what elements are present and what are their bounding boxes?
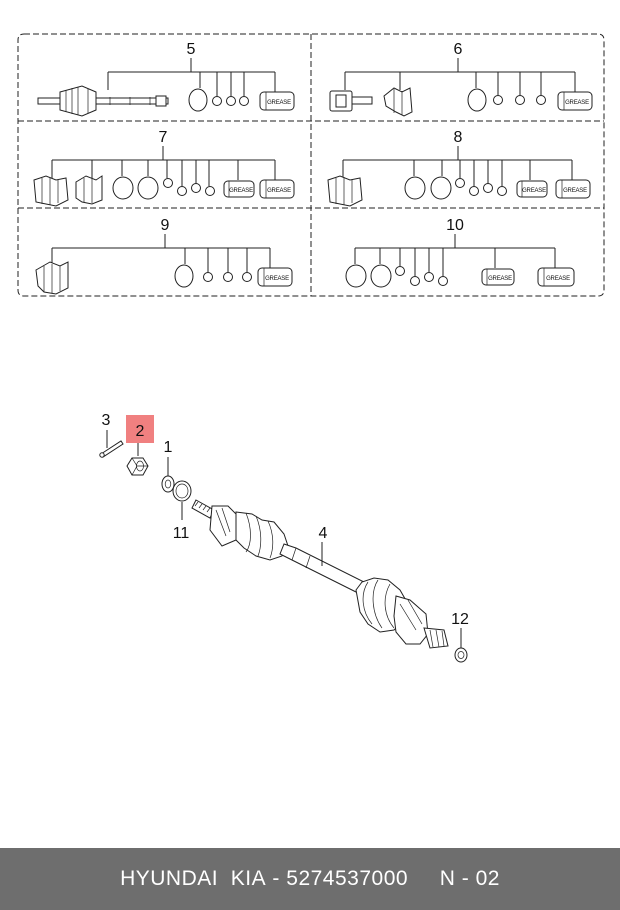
callout-11: 11 bbox=[173, 525, 190, 542]
svg-text:GREASE: GREASE bbox=[563, 188, 587, 194]
kit-label-9: 9 bbox=[161, 217, 170, 234]
boot-icon bbox=[383, 87, 413, 117]
clip-icon bbox=[493, 95, 503, 105]
svg-text:GREASE: GREASE bbox=[488, 276, 512, 282]
inner-cv-joint-icon bbox=[393, 595, 449, 649]
split-pin-icon bbox=[99, 440, 124, 458]
grease-tube-icon: GREASE bbox=[223, 180, 255, 198]
ring-icon bbox=[174, 264, 194, 288]
kit-panel-5: 5 GREASE bbox=[37, 41, 295, 117]
callout-3: 3 bbox=[102, 412, 111, 429]
outer-cv-joint-icon bbox=[191, 499, 241, 547]
clip-icon bbox=[410, 276, 420, 286]
grease-tube-icon: GREASE bbox=[516, 180, 548, 198]
ring-icon bbox=[467, 88, 487, 112]
clip-icon bbox=[515, 95, 525, 105]
boot-icon bbox=[75, 175, 103, 205]
position-code: N - 02 bbox=[439, 867, 500, 890]
clip-icon bbox=[483, 183, 493, 193]
separator: - bbox=[266, 867, 287, 890]
clip-icon bbox=[424, 272, 434, 282]
ring-icon bbox=[404, 176, 426, 200]
ring-icon bbox=[430, 176, 452, 200]
clip-icon bbox=[203, 272, 213, 282]
grease-tube-icon: GREASE bbox=[259, 91, 295, 111]
boot-icon bbox=[33, 175, 69, 207]
clip-icon bbox=[536, 95, 546, 105]
drive-shaft-assembly: 3 2 1 11 bbox=[99, 412, 469, 663]
clip-icon bbox=[395, 266, 405, 276]
clip-icon bbox=[177, 186, 187, 196]
clip-icon bbox=[205, 186, 215, 196]
kit-panel-6: 6 GREASE bbox=[329, 41, 593, 117]
circlip-icon bbox=[454, 647, 468, 663]
boot-icon bbox=[327, 175, 363, 207]
clip-icon bbox=[223, 272, 233, 282]
ring-icon bbox=[345, 264, 367, 288]
ring-icon bbox=[370, 264, 392, 288]
parts-diagram: 5 GREASE 6 bbox=[17, 33, 605, 663]
kit-panel-8: 8 GREASE GREASE bbox=[327, 129, 591, 207]
cv-joint-icon bbox=[329, 90, 373, 112]
kit-label-6: 6 bbox=[454, 41, 463, 58]
footer-gap bbox=[408, 867, 440, 891]
clip-icon bbox=[163, 178, 173, 188]
part-number: 5274537000 bbox=[286, 867, 409, 890]
svg-text:GREASE: GREASE bbox=[522, 188, 546, 194]
svg-text:GREASE: GREASE bbox=[565, 100, 589, 106]
kit-label-8: 8 bbox=[454, 129, 463, 146]
svg-text:GREASE: GREASE bbox=[265, 276, 289, 282]
grease-tube-icon: GREASE bbox=[557, 91, 593, 111]
ring-icon bbox=[188, 88, 208, 112]
kit-panel-9: 9 GREASE bbox=[35, 217, 293, 295]
washer-icon bbox=[161, 475, 175, 493]
ring-icon bbox=[112, 176, 134, 200]
grease-tube-icon: GREASE bbox=[259, 179, 295, 199]
grease-tube-icon: GREASE bbox=[537, 267, 575, 287]
callout-4: 4 bbox=[319, 525, 328, 542]
highlight-box bbox=[126, 415, 154, 443]
clip-icon bbox=[469, 186, 479, 196]
svg-text:GREASE: GREASE bbox=[267, 100, 291, 106]
kit-label-10: 10 bbox=[446, 217, 464, 234]
clip-icon bbox=[497, 186, 507, 196]
kit-panel-7: 7 GREASE bbox=[33, 129, 295, 207]
brand-label: HYUNDAI KIA bbox=[120, 867, 267, 890]
grease-tube-icon: GREASE bbox=[481, 268, 515, 286]
svg-text:GREASE: GREASE bbox=[229, 188, 253, 194]
kit-label-7: 7 bbox=[159, 129, 168, 146]
kit-panel-10: 10 GREASE GREASE bbox=[345, 217, 575, 288]
clip-icon bbox=[226, 96, 236, 106]
clip-icon bbox=[191, 183, 201, 193]
boot-icon bbox=[35, 261, 69, 295]
grease-tube-icon: GREASE bbox=[257, 267, 293, 287]
kit-label-5: 5 bbox=[187, 41, 196, 58]
hub-nut-icon[interactable] bbox=[126, 457, 149, 476]
part-footer: HYUNDAI KIA - 5274537000 N - 02 bbox=[0, 848, 620, 910]
svg-text:GREASE: GREASE bbox=[546, 276, 570, 282]
callout-12: 12 bbox=[451, 611, 469, 628]
clip-icon bbox=[212, 96, 222, 106]
tone-ring-icon bbox=[172, 480, 192, 502]
clip-icon bbox=[242, 272, 252, 282]
clip-icon bbox=[239, 96, 249, 106]
clip-icon bbox=[455, 178, 465, 188]
clip-icon bbox=[438, 276, 448, 286]
kit-panel-frame bbox=[17, 33, 605, 297]
drive-shaft-icon bbox=[37, 85, 169, 117]
grease-tube-icon: GREASE bbox=[555, 179, 591, 199]
svg-text:GREASE: GREASE bbox=[267, 188, 291, 194]
callout-2: 2 bbox=[136, 423, 145, 440]
callout-1: 1 bbox=[164, 439, 173, 456]
ring-icon bbox=[137, 176, 159, 200]
